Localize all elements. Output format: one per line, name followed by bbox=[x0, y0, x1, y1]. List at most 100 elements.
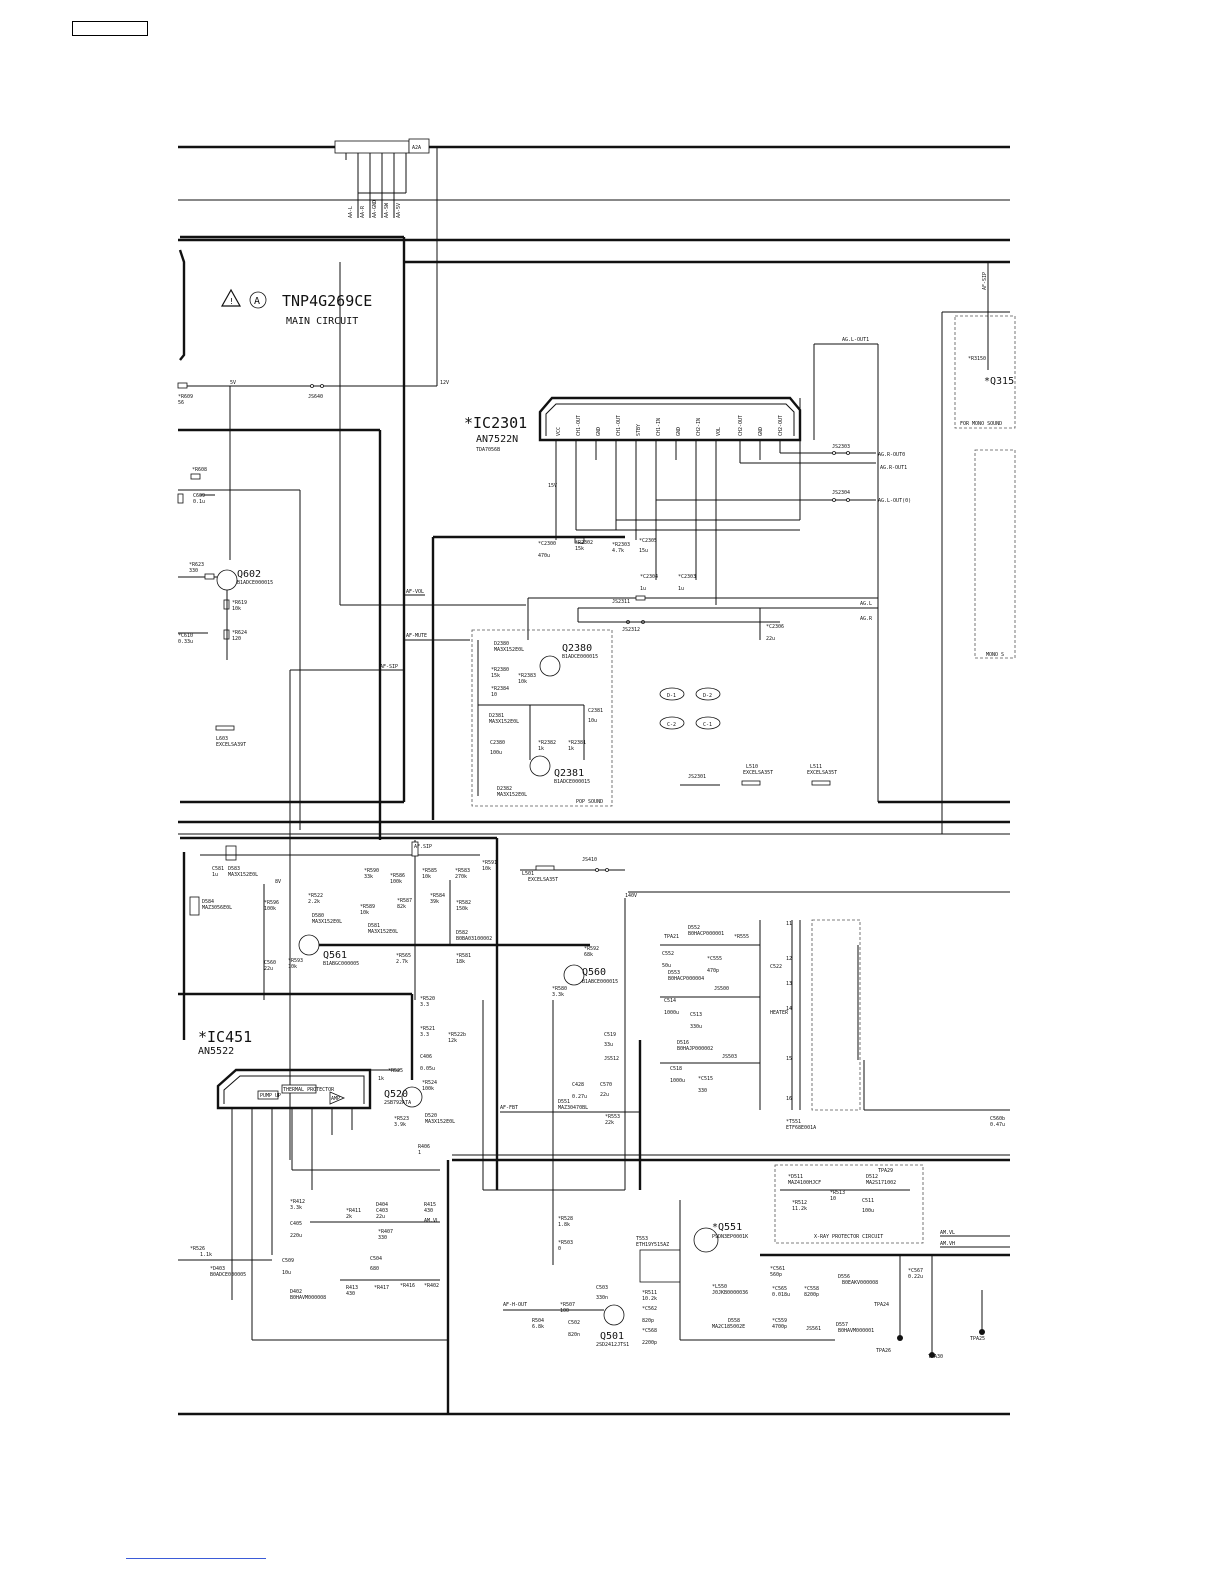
resistor-ref: *R528 bbox=[558, 1216, 573, 1222]
diode-part: B0HACP000004 bbox=[668, 976, 704, 982]
capacitor-ref: *C558 bbox=[804, 1286, 819, 1292]
transistor-ref: Q602 bbox=[237, 569, 261, 580]
capacitor-value: 22u bbox=[376, 1214, 385, 1220]
xray-protector: X-RAY PROTECTOR CIRCUIT TPA29 *D511 MAZ4… bbox=[774, 1164, 1010, 1248]
diode-part: MAZ30470BL bbox=[558, 1105, 588, 1111]
control-nets: AF-VOL AF-MUTE AF-SIP bbox=[289, 262, 625, 1160]
transistor-part: B1ADCE000015 bbox=[554, 779, 590, 785]
board-warning-mark: A bbox=[254, 296, 260, 307]
resistor-value: 3.3 bbox=[420, 1032, 429, 1038]
resistor-value: 330 bbox=[189, 568, 198, 574]
footer-link-underline[interactable] bbox=[126, 1558, 266, 1559]
capacitor-ref: C405 bbox=[290, 1221, 302, 1227]
diode-part: MAZ3056E0L bbox=[202, 905, 232, 911]
capacitor-value: 10u bbox=[588, 718, 597, 724]
resistor-ref: *R2381 bbox=[568, 740, 586, 746]
jumper-label: JS410 bbox=[582, 857, 597, 863]
diode-ref: D584 bbox=[202, 899, 214, 905]
ic2301-support: *C2300 470u *R2302 15k *R2303 4.7k *C230… bbox=[527, 537, 878, 642]
resistor-ref: *R412 bbox=[290, 1199, 305, 1205]
resistor-ref: *R522 bbox=[308, 893, 323, 899]
jumper-label: JS561 bbox=[806, 1326, 821, 1332]
capacitor-value: 4700p bbox=[772, 1324, 787, 1330]
block-label: HEATER bbox=[770, 1010, 789, 1016]
resistor-ref: *R584 bbox=[430, 893, 445, 899]
resistor-ref: *R555 bbox=[734, 934, 749, 940]
jumper-label: JS503 bbox=[722, 1054, 737, 1060]
resistor-ref: *R580 bbox=[552, 986, 567, 992]
resistor-value: 1.1k bbox=[200, 1252, 212, 1258]
resistor-value: 3.3 bbox=[420, 1002, 429, 1008]
board-id: TNP4G269CE bbox=[282, 292, 372, 310]
resistor-value: 33k bbox=[364, 874, 373, 880]
capacitor-ref: *C561 bbox=[770, 1266, 785, 1272]
ic-pin-label: CH2-OUT bbox=[738, 415, 744, 436]
resistor-ref: *R608 bbox=[192, 467, 207, 473]
test-point-label: TPA21 bbox=[664, 934, 679, 940]
capacitor-ref: C504 bbox=[370, 1256, 382, 1262]
resistor-ref: *R407 bbox=[378, 1229, 393, 1235]
capacitor-value: 330n bbox=[596, 1295, 608, 1301]
net-label: AF-H-OUT bbox=[503, 1302, 527, 1308]
transistor-part: 2SD2412JTS1 bbox=[596, 1342, 629, 1348]
capacitor-ref: C502 bbox=[568, 1320, 580, 1326]
net-label: AG.R-OUT0 bbox=[878, 452, 905, 458]
fbt-t551: C522 HEATER *T551 ETF68E001A 11 12 13 14… bbox=[759, 919, 1010, 1131]
capacitor-ref: C403 bbox=[376, 1208, 388, 1214]
diode-ref: D581 bbox=[368, 923, 380, 929]
capacitor-ref: C522 bbox=[770, 964, 782, 970]
resistor-value: 10 bbox=[491, 692, 497, 698]
capacitor-ref: C513 bbox=[690, 1012, 702, 1018]
ic-pin-label: GND bbox=[596, 427, 602, 436]
coil-ref: L603 bbox=[216, 736, 228, 742]
capacitor-ref: C581 bbox=[212, 866, 224, 872]
resistor-ref: *R586 bbox=[390, 873, 405, 879]
resistor-ref: *R582 bbox=[456, 900, 471, 906]
capacitor-ref: C428 bbox=[572, 1082, 584, 1088]
resistor-ref: R504 bbox=[532, 1318, 544, 1324]
net-label: AM.VH bbox=[940, 1241, 955, 1247]
transistor-part: 2SB792ATA bbox=[384, 1100, 411, 1106]
resistor-value: 82k bbox=[397, 904, 406, 910]
resistor-value: 0 bbox=[558, 1246, 561, 1252]
transistor-ref: Q2381 bbox=[554, 768, 584, 779]
fbt-ref: *T551 bbox=[786, 1119, 801, 1125]
diode-part: B0BA03100002 bbox=[456, 936, 492, 942]
net-label: AG.L-OUT1 bbox=[842, 337, 869, 343]
resistor-ref: *R591 bbox=[482, 860, 497, 866]
jumper-label: JS2312 bbox=[622, 627, 640, 633]
diode-ref: *D511 bbox=[788, 1174, 803, 1180]
resistor-value: 12k bbox=[448, 1038, 457, 1044]
capacitor-value: 0.27u bbox=[572, 1094, 587, 1100]
ic-pin-label: CH1-OUT bbox=[576, 415, 582, 436]
capacitor-value: 33u bbox=[604, 1042, 613, 1048]
resistor-ref: *R525 bbox=[388, 1068, 403, 1074]
coil-ref: *L550 bbox=[712, 1284, 727, 1290]
fbt-pin: 15 bbox=[786, 1056, 792, 1062]
svg-text:!: ! bbox=[229, 297, 234, 306]
capacitor-value: 820n bbox=[568, 1332, 580, 1338]
resistor-ref: *R2302 bbox=[575, 540, 593, 546]
capacitor-ref: *C2300 bbox=[538, 541, 556, 547]
board-title: MAIN CIRCUIT bbox=[286, 316, 358, 327]
ic2301-alt: TDA7056B bbox=[476, 447, 500, 453]
capacitor-value: 8200p bbox=[804, 1292, 819, 1298]
capacitor-value: 1u bbox=[212, 872, 218, 878]
resistor-value: 100k bbox=[422, 1086, 434, 1092]
resistor-value: 1 bbox=[418, 1150, 421, 1156]
resistor-ref: *R512 bbox=[792, 1200, 807, 1206]
resistor-ref: *R520 bbox=[420, 996, 435, 1002]
net-label: 140V bbox=[625, 893, 637, 899]
connector-pin-label: AA-SW bbox=[384, 202, 390, 218]
q602-section: *R608 C609 0.1u Q602 B1ADCE000015 *R623 … bbox=[177, 428, 382, 840]
ic-pin-label: GND bbox=[676, 427, 682, 436]
fbt-pin: 14 bbox=[786, 1006, 792, 1012]
diode-ref: D404 bbox=[376, 1202, 388, 1208]
diode-part: B0ADCE000005 bbox=[210, 1272, 246, 1278]
resistor-ref: *R583 bbox=[455, 868, 470, 874]
resistor-value: 10k bbox=[422, 874, 431, 880]
resistor-value: 10 bbox=[830, 1196, 836, 1202]
resistor-value: 68k bbox=[584, 952, 593, 958]
net-label: AF.SIP bbox=[414, 844, 432, 850]
